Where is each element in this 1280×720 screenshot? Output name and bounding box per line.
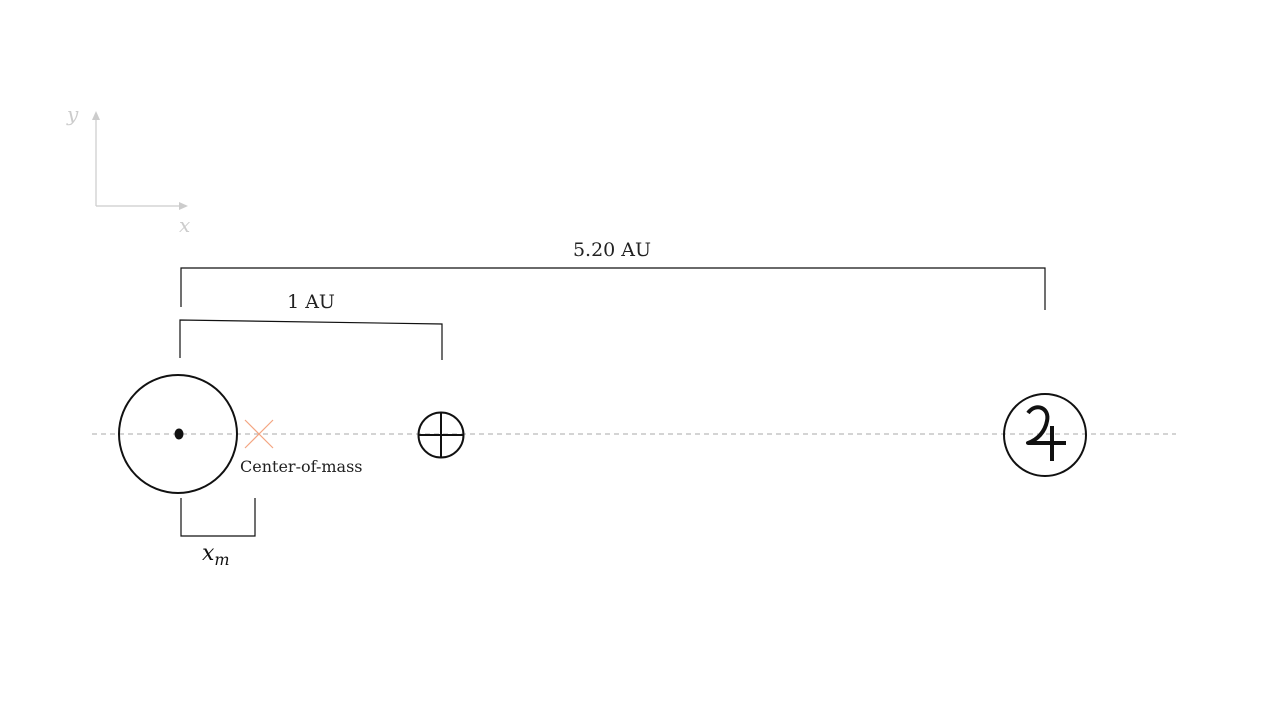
y-axis-arrowhead	[92, 111, 100, 120]
xm-label: xm	[202, 541, 230, 569]
jupiter-glyph	[1026, 405, 1066, 461]
earth-symbol-icon	[417, 411, 465, 459]
xm-label-subscript: m	[214, 550, 229, 569]
y-axis-label: y	[66, 102, 79, 126]
jupiter-distance-bracket	[180, 267, 1046, 310]
x-axis-arrowhead	[179, 202, 188, 210]
jupiter-symbol-icon	[1003, 393, 1087, 477]
xm-label-base: x	[202, 541, 215, 566]
center-of-mass-label: Center-of-mass	[240, 457, 363, 476]
earth-distance-bracket	[179, 319, 443, 360]
sun-symbol-icon	[118, 374, 238, 494]
earth-distance-label: 1 AU	[287, 291, 335, 313]
sun-center-dot	[174, 428, 184, 440]
coordinate-axes: y x	[66, 102, 190, 237]
x-axis-label: x	[179, 213, 190, 237]
xm-distance-bracket	[180, 498, 256, 537]
jupiter-distance-label: 5.20 AU	[573, 239, 651, 261]
sun-disk	[118, 374, 238, 494]
jupiter-disk	[1003, 393, 1087, 477]
center-of-mass-marker	[244, 419, 274, 449]
